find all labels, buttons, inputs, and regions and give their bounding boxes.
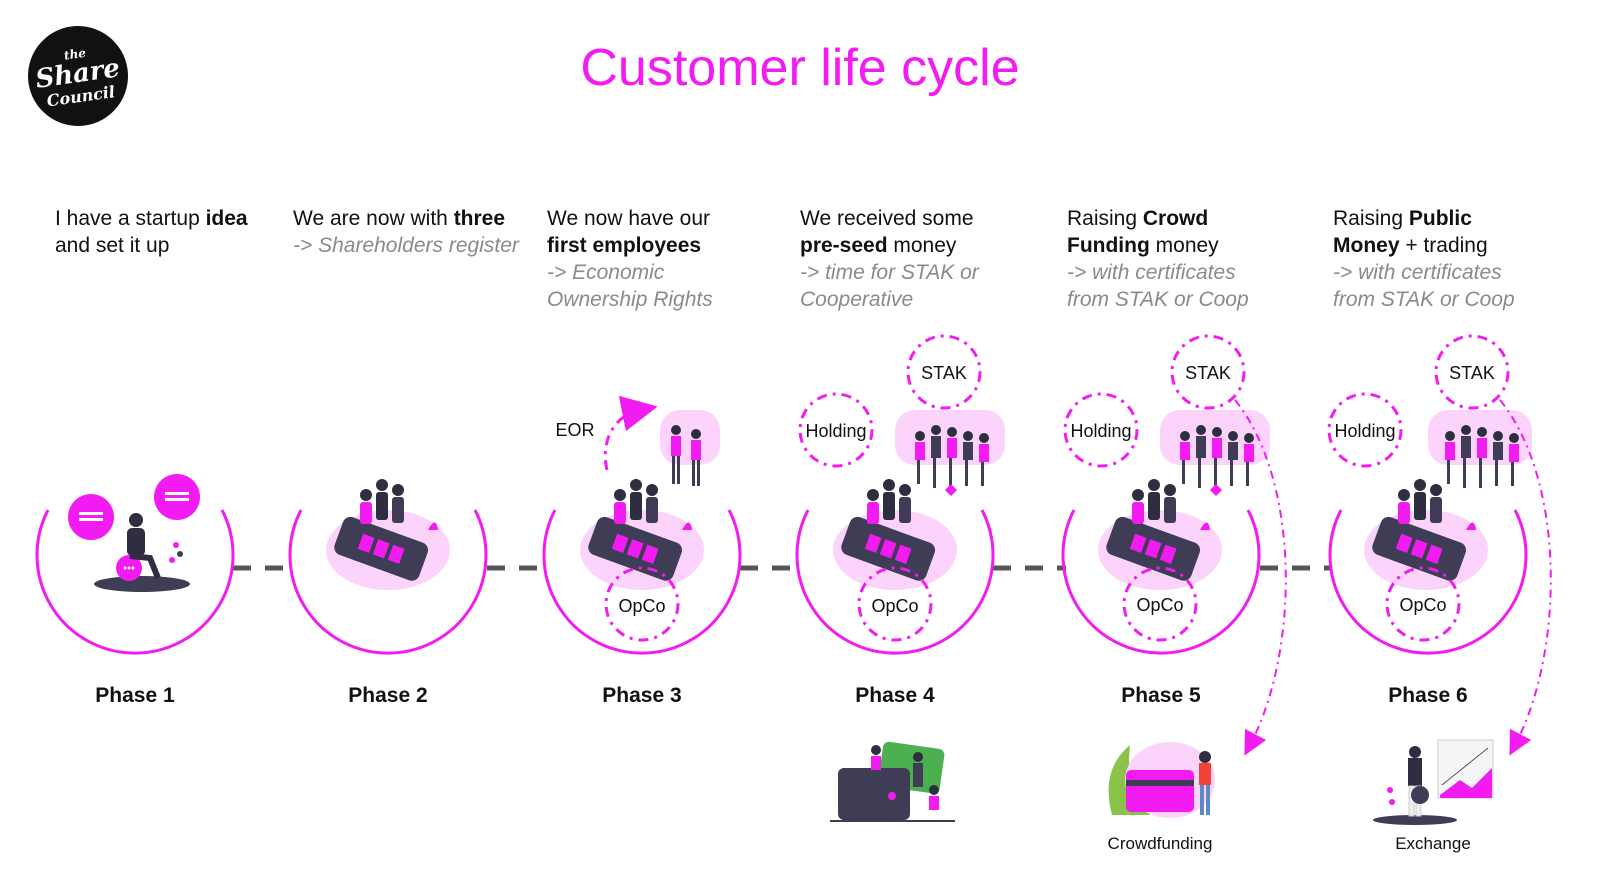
- phase-4-illustration: [833, 479, 957, 590]
- holding-label-6: Holding: [1334, 421, 1396, 441]
- phase-6-label: Phase 6: [1388, 684, 1468, 707]
- opco-label-3: OpCo: [618, 596, 666, 616]
- employees-group-4: [895, 410, 1005, 496]
- stak-circle-5: [1170, 334, 1246, 410]
- opco-label-4: OpCo: [871, 596, 919, 616]
- crowdfunding-label: Crowdfunding: [1107, 834, 1213, 853]
- phase-5-description: Raising Crowd Funding money -> with cert…: [1067, 207, 1249, 311]
- stak-to-exchange-arrow: [1499, 399, 1552, 756]
- stak-to-crowdfunding-arrow: [1234, 399, 1287, 756]
- stak-circle-4: [906, 334, 982, 410]
- phase-2-label: Phase 2: [348, 684, 428, 707]
- phase-5-arc: [1061, 509, 1261, 655]
- shadow-icon: [94, 576, 190, 592]
- phase-1-label: Phase 1: [95, 684, 175, 707]
- phase-2-description: We are now with three -> Shareholders re…: [293, 207, 519, 257]
- opco-circle-6: [1385, 566, 1461, 642]
- phase-4-description: We received some pre-seed money -> time …: [800, 207, 979, 311]
- chat-bubble-icon: [154, 474, 200, 520]
- phase-1-illustration: [68, 474, 200, 592]
- phase-5-illustration: [1098, 479, 1222, 590]
- phase-2-arc: [288, 509, 488, 655]
- holding-circle-6: [1327, 392, 1403, 468]
- phase-6-description: Raising Public Money + trading -> with c…: [1333, 207, 1515, 311]
- holding-label-4: Holding: [805, 421, 867, 441]
- chart-illustration-icon: [1373, 739, 1494, 825]
- opco-label-5: OpCo: [1136, 595, 1184, 615]
- phase-5-label: Phase 5: [1121, 684, 1201, 707]
- stak-circle-6: [1434, 334, 1510, 410]
- wallet-illustration-icon: [830, 741, 955, 822]
- holding-circle-4: [798, 392, 874, 468]
- opco-circle-4: [857, 566, 933, 642]
- phase-2-illustration: [326, 479, 450, 590]
- credit-card-illustration-icon: [1108, 742, 1215, 818]
- eor-label: EOR: [555, 420, 595, 440]
- phase-4-label: Phase 4: [855, 684, 935, 707]
- opco-circle-3: [604, 566, 680, 642]
- team-illustration-icon: [867, 479, 911, 524]
- phase-6-illustration: [1364, 479, 1488, 590]
- stak-label-4: STAK: [921, 363, 967, 383]
- team-illustration-icon: [1132, 479, 1176, 524]
- opco-label-6: OpCo: [1399, 595, 1447, 615]
- page-title: Customer life cycle: [580, 39, 1020, 97]
- phase-6-arc: [1328, 509, 1528, 655]
- chat-bubble-icon: [68, 494, 114, 540]
- employees-group-6: [1428, 410, 1532, 488]
- stak-label-6: STAK: [1449, 363, 1495, 383]
- phase-4-arc: [795, 509, 995, 655]
- holding-circle-5: [1063, 392, 1139, 468]
- holding-label-5: Holding: [1070, 421, 1132, 441]
- phase-3-illustration: [580, 479, 704, 590]
- employees-group-3: [660, 410, 720, 486]
- employees-group-5: [1160, 410, 1270, 496]
- exchange-label: Exchange: [1395, 834, 1471, 853]
- opco-circle-5: [1122, 566, 1198, 642]
- team-illustration-icon: [360, 479, 404, 524]
- phase-3-label: Phase 3: [602, 684, 682, 707]
- phase-3-arc: [542, 509, 742, 655]
- team-illustration-icon: [1398, 479, 1442, 524]
- phase-3-description: We now have our first employees -> Econo…: [547, 207, 713, 311]
- stak-label-5: STAK: [1185, 363, 1231, 383]
- eor-arrow: [603, 395, 658, 471]
- phase-1-arc: [35, 509, 235, 655]
- phase-1-description: I have a startup idea and set it up: [55, 207, 248, 257]
- team-illustration-icon: [614, 479, 658, 524]
- person-sitting-icon: [129, 513, 143, 527]
